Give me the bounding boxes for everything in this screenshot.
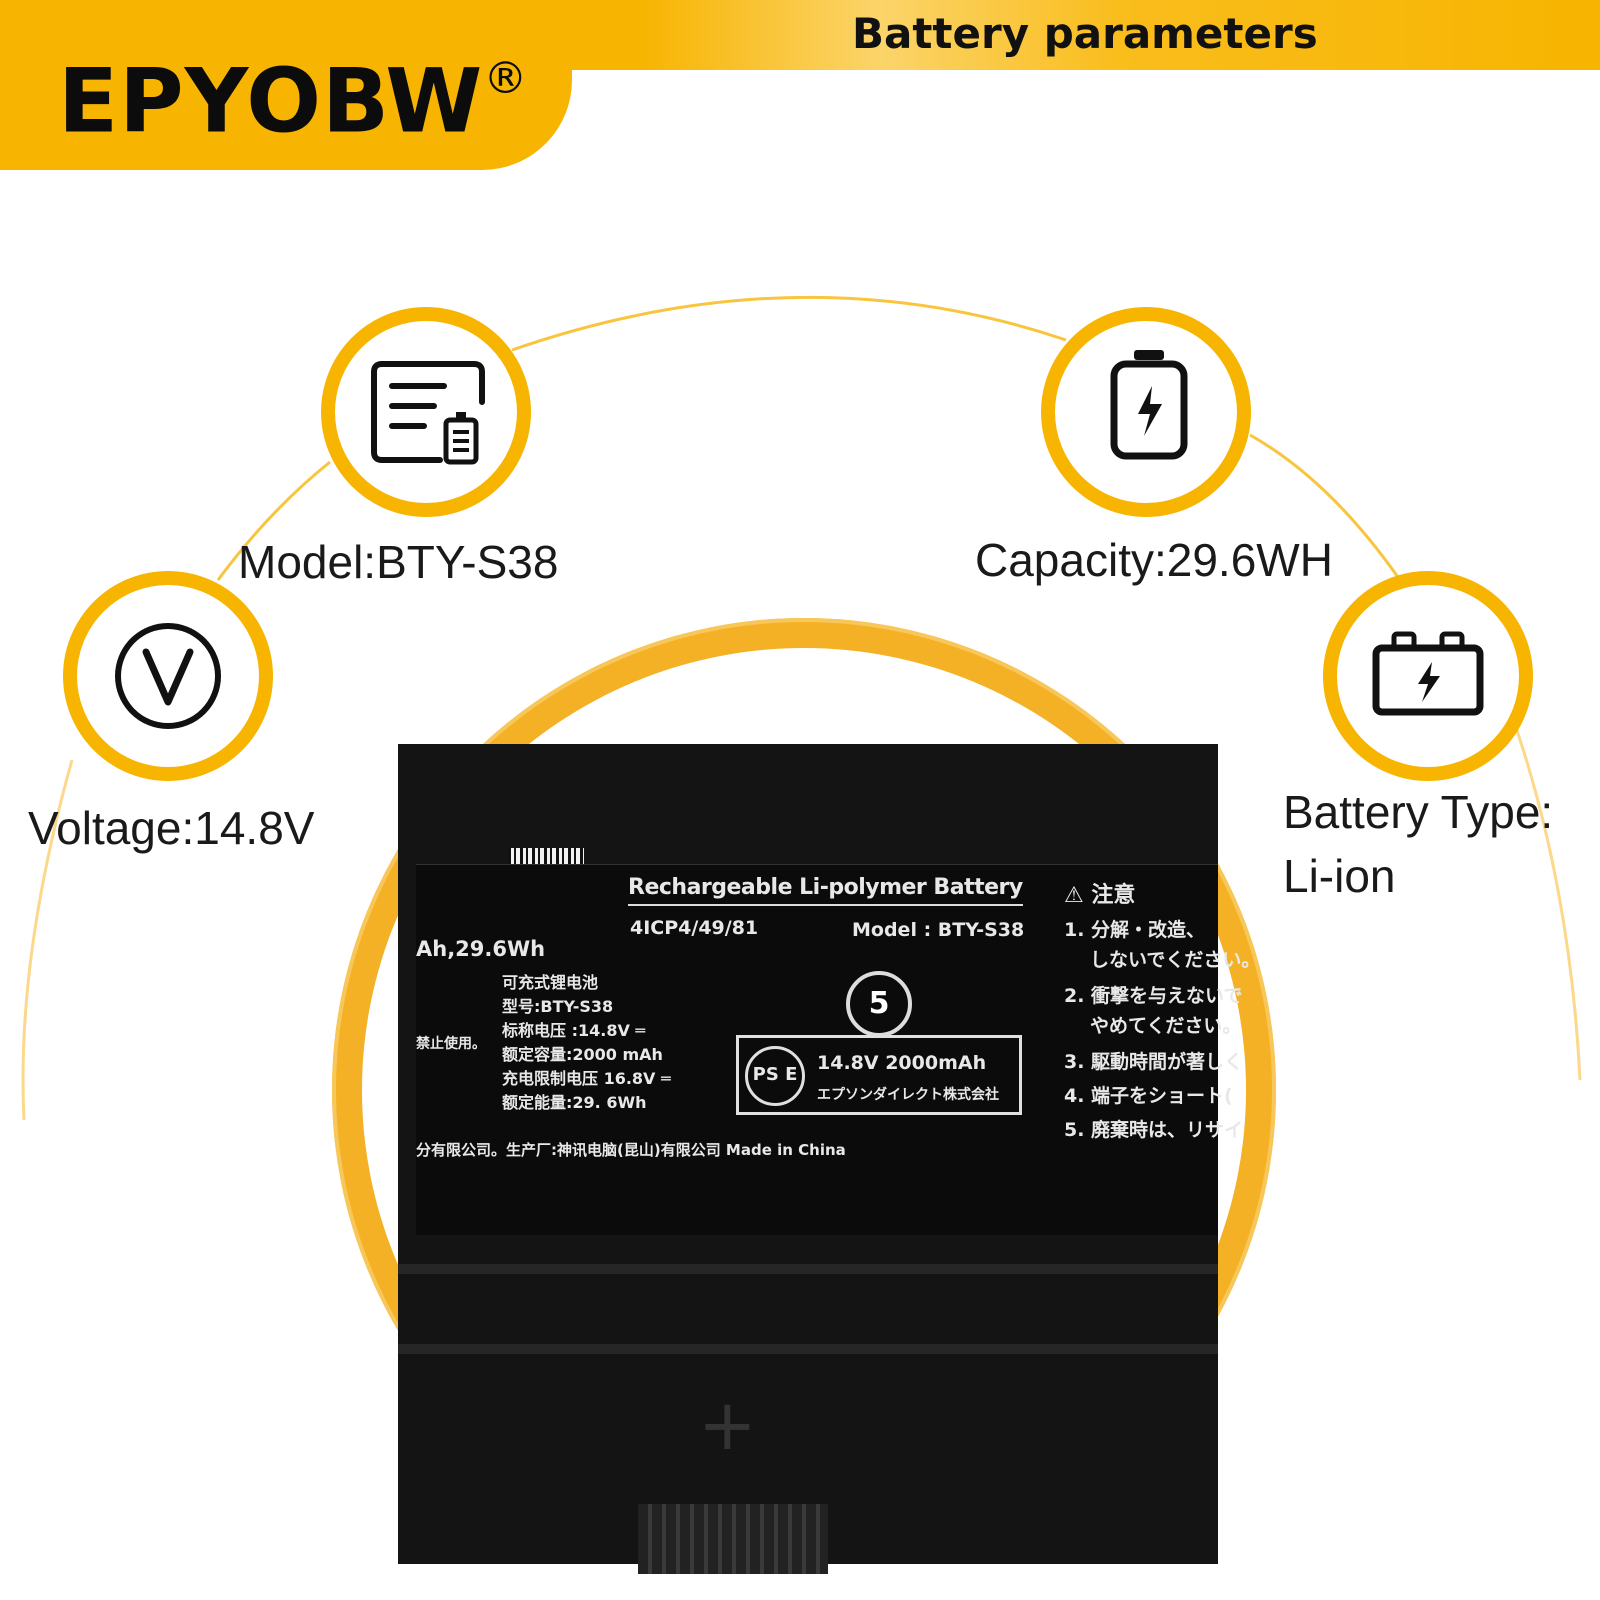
battery-rib [398, 1344, 1218, 1354]
battery-label: Rechargeable Li-polymer Battery 4ICP4/49… [416, 864, 1260, 1235]
label-cn-line: 型号:BTY-S38 [502, 997, 614, 1016]
battery-photo-frame: Rechargeable Li-polymer Battery 4ICP4/49… [332, 618, 1276, 1574]
warning-line: 4. 端子をショート( [1064, 1085, 1233, 1107]
label-footer: 分有限公司。生产厂:神讯电脑(昆山)有限公司 Made in China [416, 1141, 846, 1159]
pse-company: エプソンダイレクト株式会社 [817, 1087, 999, 1103]
battery-charging-icon [1036, 302, 1256, 522]
warning-line: やめてください。 [1090, 1015, 1242, 1037]
label-title: Rechargeable Li-polymer Battery [628, 875, 1023, 906]
left-lower-arc [21, 759, 74, 1121]
battery-connector [638, 1504, 828, 1574]
label-model: Model : BTY-S38 [852, 919, 1025, 941]
warning-line: 1. 分解・改造、 [1064, 919, 1206, 941]
label-cn-line: 充电限制电压 16.8V ═ [502, 1069, 671, 1088]
cross-mark-icon: + [698, 1384, 757, 1466]
brand-logo: EPYOBW® [58, 32, 529, 152]
spec-battery-type-value: Li-ion [1283, 850, 1396, 902]
warning-line: 3. 駆動時間が著しく [1064, 1051, 1244, 1073]
pse-logo: PS E [745, 1046, 805, 1106]
spec-battery-type: Battery Type: Li-ion [1283, 780, 1553, 908]
spec-battery-type-label: Battery Type: [1283, 786, 1554, 838]
car-battery-icon [1318, 566, 1538, 786]
page-title: Battery parameters [852, 9, 1318, 58]
label-cn-line: 可充式锂电池 [502, 973, 599, 992]
spec-voltage: Voltage:14.8V [28, 802, 315, 854]
top-arc [511, 295, 1067, 352]
warning-title: ⚠ 注意 [1064, 883, 1136, 908]
voltage-v-icon [58, 566, 278, 786]
document-battery-icon [316, 302, 536, 522]
pse-spec: 14.8V 2000mAh [817, 1052, 987, 1074]
left-upper-arc [216, 460, 331, 581]
spec-model: Model:BTY-S38 [238, 536, 559, 588]
registered-mark: ® [483, 53, 529, 104]
right-upper-arc [1249, 433, 1402, 581]
right-lower-arc [1508, 709, 1582, 1081]
label-cell-code: 4ICP4/49/81 [630, 917, 759, 939]
spec-capacity: Capacity:29.6WH [975, 534, 1333, 586]
pse-mark-box: PS E 14.8V 2000mAh エプソンダイレクト株式会社 [736, 1035, 1022, 1115]
battery-body: Rechargeable Li-polymer Battery 4ICP4/49… [398, 744, 1260, 1574]
label-cn-line: 额定能量:29. 6Wh [502, 1093, 647, 1112]
battery-photo: Rechargeable Li-polymer Battery 4ICP4/49… [362, 648, 1260, 1574]
brand-name: EPYOBW [58, 49, 484, 153]
recycle-icon: 5 [846, 971, 912, 1037]
brand-tab: EPYOBW® [0, 0, 572, 170]
battery-rib [398, 1264, 1218, 1274]
warning-line: 5. 廃棄時は、リサイ [1064, 1119, 1244, 1141]
label-cn-line: 标称电压 :14.8V ═ [502, 1021, 646, 1040]
warning-line: 2. 衝撃を与えないで [1064, 985, 1243, 1007]
label-cn-line: 额定容量:2000 mAh [502, 1045, 663, 1064]
warning-line: しないでください。 [1090, 949, 1261, 971]
label-energy: Ah,29.6Wh [416, 937, 546, 961]
label-ban-text: 禁止使用。 [416, 1036, 486, 1052]
